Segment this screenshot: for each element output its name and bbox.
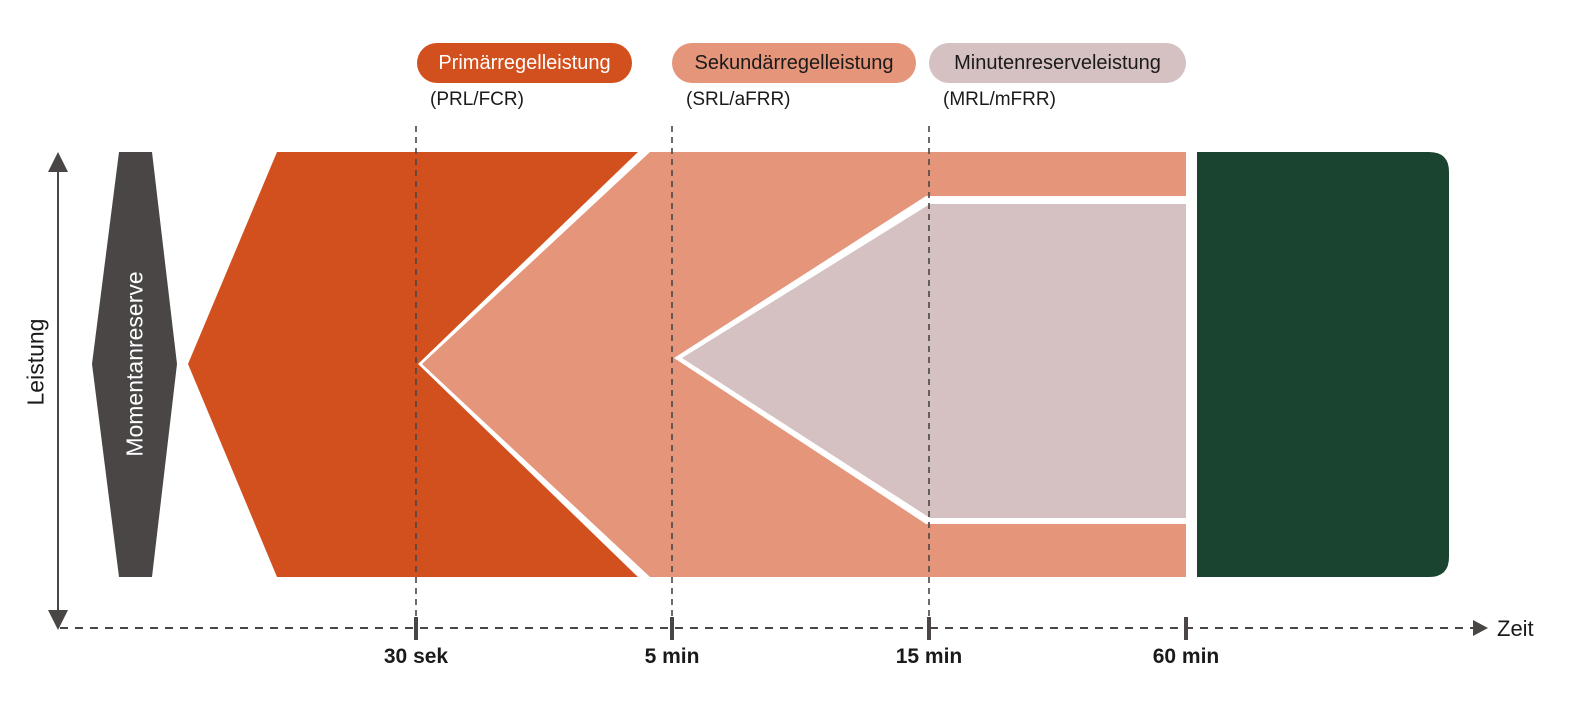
tick-label-60min: 60 min [1152, 645, 1220, 668]
mrl-abbr: (MRL/mFRR) [943, 89, 1056, 110]
momentanreserve-shape [92, 152, 177, 577]
srl-name: Sekundärregelleistung [694, 51, 894, 74]
mrl-region [682, 204, 1186, 518]
mrl-pill: Minutenreserveleistung [929, 43, 1186, 83]
srl-pill: Sekundärregelleistung [672, 43, 916, 83]
prl-pill: Primärregelleistung [417, 43, 632, 83]
prl-abbr: (PRL/FCR) [430, 89, 524, 110]
tick-label-15min: 15 min [895, 645, 963, 668]
tick-label-5min: 5 min [644, 645, 700, 668]
final-block [1197, 152, 1449, 577]
tick-label-30sek: 30 sek [383, 645, 449, 668]
prl-region [188, 152, 638, 577]
momentanreserve-label: Momentanreserve [121, 271, 148, 457]
srl-abbr: (SRL/aFRR) [686, 89, 791, 110]
srl-region [422, 152, 1186, 577]
y-axis-arrow-down [48, 610, 68, 630]
x-axis-label: Zeit [1497, 616, 1534, 641]
mrl-name: Minutenreserveleistung [954, 51, 1161, 74]
x-axis-arrow [1473, 620, 1488, 636]
y-axis-label: Leistung [22, 318, 49, 406]
prl-name: Primärregelleistung [438, 51, 611, 74]
y-axis-arrow-up [48, 152, 68, 172]
